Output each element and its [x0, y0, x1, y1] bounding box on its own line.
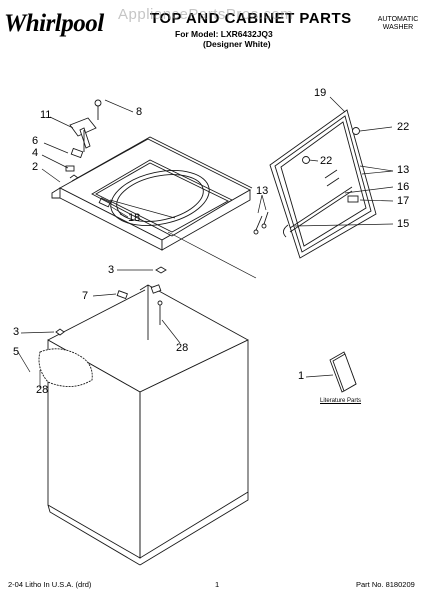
footer-print-info: 2-04 Litho In U.S.A. (drd) [8, 580, 92, 589]
callout-22-top: 22 [397, 121, 410, 133]
callout-28-right: 28 [176, 342, 189, 354]
callout-16: 16 [397, 181, 410, 193]
callout-28-left: 28 [36, 384, 49, 396]
callout-6: 6 [32, 135, 39, 147]
lid-switch-parts [65, 99, 102, 179]
product-type: AUTOMATIC WASHER [368, 16, 428, 32]
literature-parts-label: Literature Parts [320, 398, 362, 404]
lid-assembly [253, 109, 377, 259]
callout-15: 15 [397, 218, 410, 230]
callout-7: 7 [82, 290, 89, 302]
washer-top-panel [51, 136, 253, 251]
watermark: AppliancePartsPros.com [118, 6, 294, 23]
page-title: TOP AND CABINET PARTS [150, 10, 352, 27]
callout-22-lid: 22 [320, 155, 333, 167]
brand-logo: Whirlpool [4, 10, 104, 37]
callout-11: 11 [40, 109, 52, 121]
literature-booklet [329, 351, 357, 393]
model-line: For Model: LXR6432JQ3 [175, 29, 273, 39]
model-info: For Model: LXR6432JQ3 (Designer White) [175, 29, 273, 49]
callout-13-right: 13 [397, 164, 410, 176]
callout-3-top: 3 [108, 264, 115, 276]
callout-2: 2 [32, 161, 39, 173]
washer-cabinet [38, 266, 249, 566]
callout-4: 4 [32, 147, 39, 159]
callout-18: 18 [128, 212, 141, 224]
model-variant: (Designer White) [203, 39, 271, 49]
callout-5: 5 [13, 346, 20, 358]
product-line-1: AUTOMATIC [377, 16, 419, 23]
footer-page-number: 1 [215, 580, 220, 589]
callout-17: 17 [397, 195, 410, 207]
product-line-2: WASHER [382, 24, 414, 31]
callout-1: 1 [298, 370, 305, 382]
callout-3-left: 3 [13, 326, 20, 338]
leader-lines [17, 96, 394, 388]
callout-19: 19 [314, 87, 327, 99]
callout-13-left: 13 [256, 185, 269, 197]
callout-8: 8 [136, 106, 143, 118]
footer-part-number: Part No. 8180209 [356, 580, 415, 589]
